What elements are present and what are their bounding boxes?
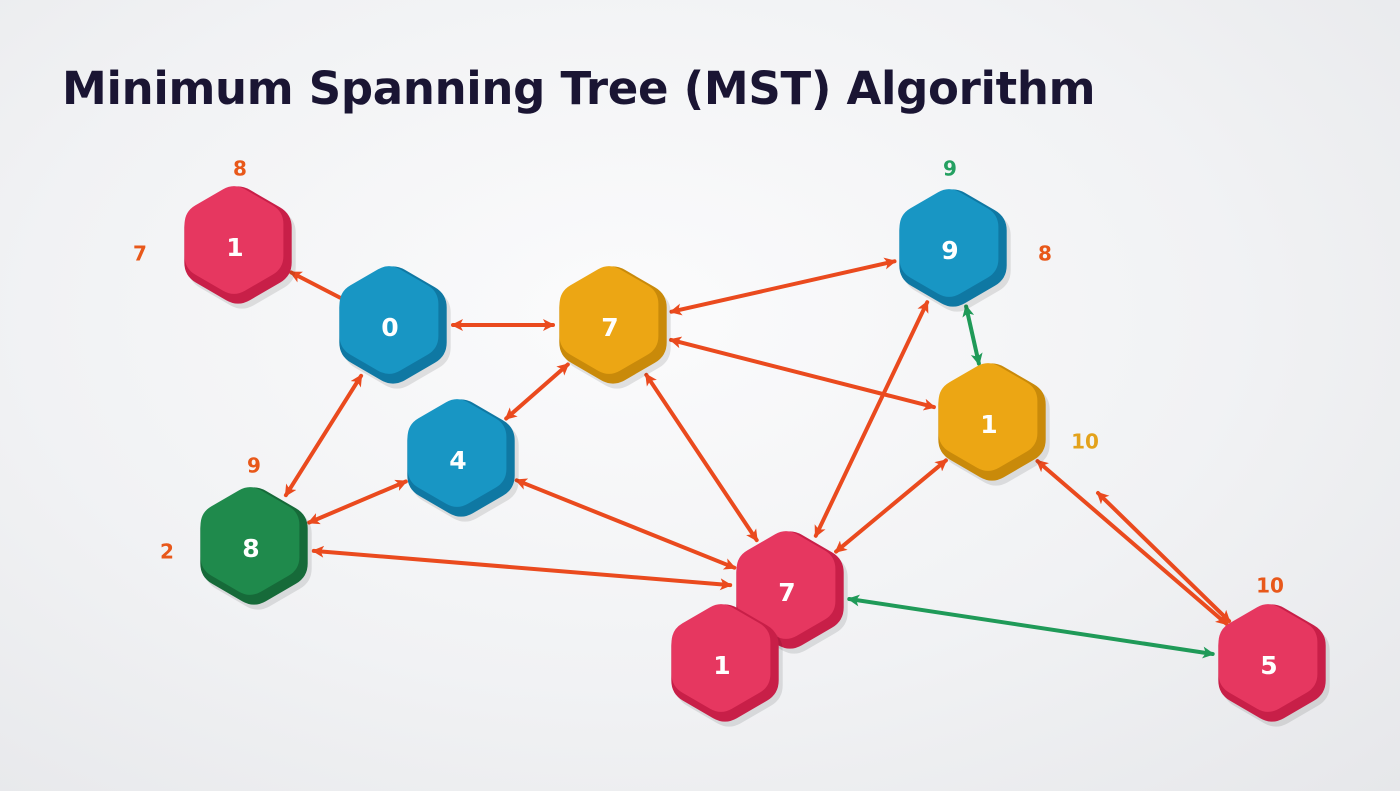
diagram-title: Minimum Spanning Tree (MST) Algorithm xyxy=(62,62,1096,115)
edge-n0-n1a xyxy=(289,270,342,300)
node-face xyxy=(339,266,439,374)
edge-n1b-n5 xyxy=(1035,459,1229,626)
edge-n7a-n9 xyxy=(669,257,897,316)
node-n1b[interactable]: 1 xyxy=(938,363,1050,486)
node-face xyxy=(938,363,1038,471)
node-label: 7 xyxy=(778,578,795,607)
edges-layer xyxy=(283,257,1232,659)
node-face xyxy=(559,266,659,374)
node-label: 8 xyxy=(242,534,259,563)
node-face xyxy=(200,487,300,595)
node-label: 1 xyxy=(713,651,730,680)
node-n9[interactable]: 9 xyxy=(899,189,1011,312)
node-n8[interactable]: 8 xyxy=(200,487,312,610)
node-n0[interactable]: 0 xyxy=(339,266,451,389)
node-n1a[interactable]: 1 xyxy=(184,186,296,309)
node-n7b[interactable]: 7 xyxy=(736,531,848,654)
edge-n1b-n7b xyxy=(834,458,948,554)
node-face xyxy=(736,531,836,639)
node-n5[interactable]: 5 xyxy=(1218,604,1330,727)
edge-n7a-n7b xyxy=(644,372,759,543)
node-face xyxy=(671,604,771,712)
node-face xyxy=(899,189,999,297)
node-label: 1 xyxy=(980,410,997,439)
weight-label: 9 xyxy=(247,454,261,478)
node-label: 9 xyxy=(941,236,958,265)
weight-label: 8 xyxy=(1038,242,1052,266)
weight-label: 10 xyxy=(1256,574,1284,598)
edge-n0-n8 xyxy=(283,373,364,498)
edge-n9-n7b xyxy=(813,300,930,538)
node-face xyxy=(1218,604,1318,712)
node-face xyxy=(184,186,284,294)
node-n1c[interactable]: 1 xyxy=(671,604,783,727)
weight-label: 2 xyxy=(160,540,174,564)
node-label: 5 xyxy=(1260,651,1277,680)
edge-n8-n7b xyxy=(311,545,733,591)
node-label: 7 xyxy=(601,313,618,342)
edge-n9-n1b xyxy=(962,304,983,366)
edge-n4-n7b xyxy=(514,478,737,570)
weight-label: 9 xyxy=(943,157,957,181)
weight-label: 8 xyxy=(233,157,247,181)
edge-n7b-n5 xyxy=(847,594,1215,659)
node-label: 4 xyxy=(449,446,466,475)
node-label: 0 xyxy=(381,313,398,342)
node-label: 1 xyxy=(226,233,243,262)
weight-label: 7 xyxy=(133,242,147,266)
node-n7a[interactable]: 7 xyxy=(559,266,671,389)
edge-extra-n5 xyxy=(1096,491,1232,624)
node-face xyxy=(407,399,507,507)
edge-n7a-n4 xyxy=(504,362,570,421)
node-n4[interactable]: 4 xyxy=(407,399,519,522)
weight-label: 10 xyxy=(1071,430,1099,454)
edge-n4-n8 xyxy=(307,479,408,525)
